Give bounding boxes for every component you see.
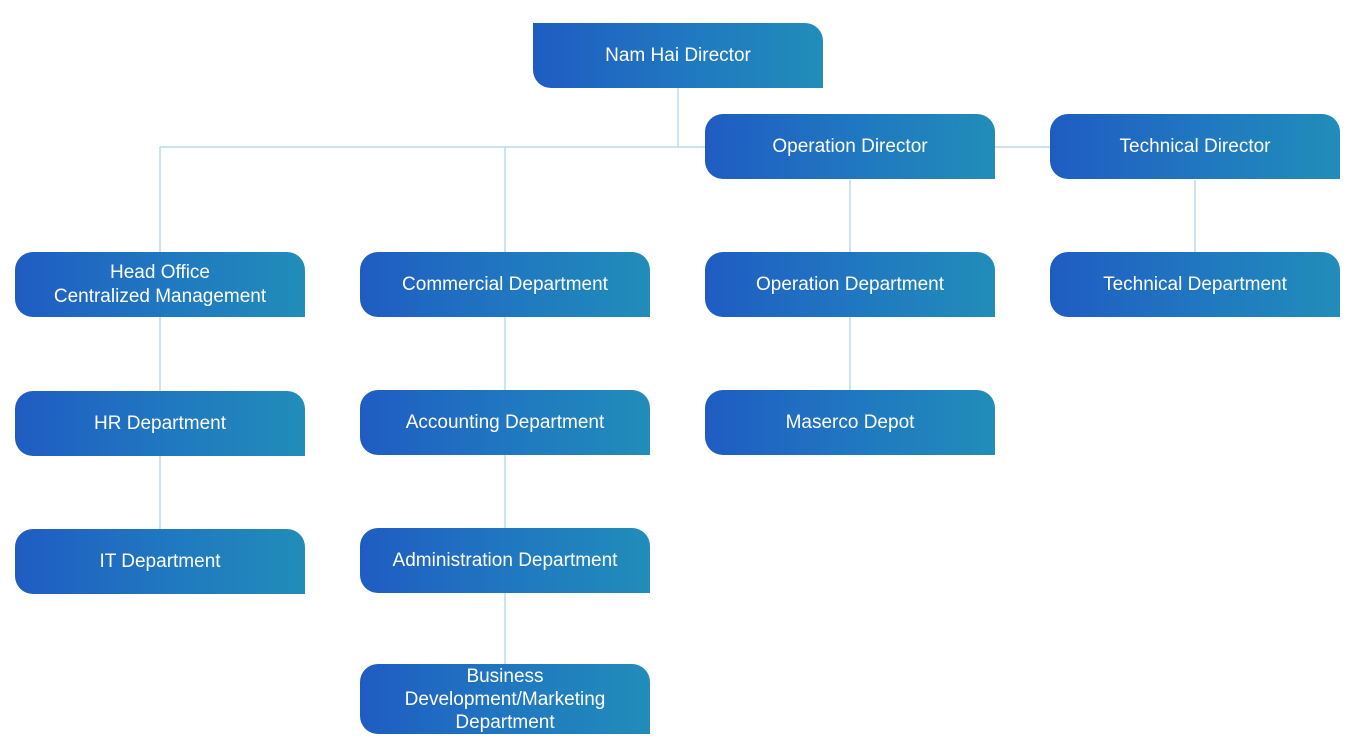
node-label: Accounting Department [405,411,605,433]
node-label: IT Department [99,550,221,572]
node-label: Administration Department [392,549,618,571]
node-label: Commercial Department [402,273,608,295]
node-label: Operation Director [772,135,928,157]
node-head-office[interactable]: Head Office Centralized Management [15,252,305,317]
node-label: Technical Director [1119,135,1271,157]
node-nam-hai-director[interactable]: Nam Hai Director [533,23,823,88]
node-operation-department[interactable]: Operation Department [705,252,995,317]
node-technical-director[interactable]: Technical Director [1050,114,1340,179]
node-commercial-department[interactable]: Commercial Department [360,252,650,317]
node-label: Head Office Centralized Management [53,261,267,307]
node-maserco-depot[interactable]: Maserco Depot [705,390,995,455]
node-hr-department[interactable]: HR Department [15,391,305,456]
node-accounting-department[interactable]: Accounting Department [360,390,650,455]
node-it-department[interactable]: IT Department [15,529,305,594]
node-label: Nam Hai Director [605,44,751,66]
node-label: Operation Department [756,273,944,295]
node-label: HR Department [94,412,226,434]
node-label: Maserco Depot [785,411,915,433]
node-technical-department[interactable]: Technical Department [1050,252,1340,317]
node-administration-department[interactable]: Administration Department [360,528,650,593]
node-label: Business Development/Marketing Departmen… [404,665,606,733]
node-business-development-department[interactable]: Business Development/Marketing Departmen… [360,664,650,734]
node-label: Technical Department [1103,273,1287,295]
node-operation-director[interactable]: Operation Director [705,114,995,179]
